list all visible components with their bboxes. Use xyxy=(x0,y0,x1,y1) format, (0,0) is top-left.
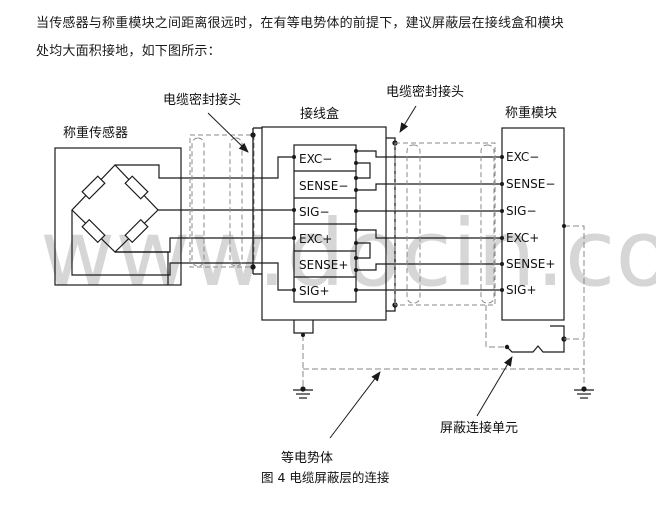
junction-terminal-exc-neg: EXC− xyxy=(299,152,332,166)
junction-terminal-sense-neg: SENSE− xyxy=(299,179,348,193)
label-junction-box: 接线盒 xyxy=(300,106,339,122)
module-input-nodes xyxy=(500,155,504,292)
module-terminal-sense-pos: SENSE+ xyxy=(506,257,555,271)
label-equipotential: 等电势体 xyxy=(281,450,333,466)
label-cable-gland-left: 电缆密封接头 xyxy=(163,92,241,108)
module-terminal-sense-neg: SENSE− xyxy=(506,177,555,191)
cable-gland-left xyxy=(250,127,262,275)
module-terminals: EXC− SENSE− SIG− EXC+ SENSE+ SIG+ xyxy=(506,150,555,297)
arrow-equipotential xyxy=(329,371,381,439)
watermark-text: www.docin.com xyxy=(40,200,656,307)
junction-terminal-exc-pos: EXC+ xyxy=(299,232,332,246)
junction-box xyxy=(261,126,387,334)
shield-connection-unit xyxy=(504,325,567,353)
arrow-shield-unit xyxy=(476,356,513,417)
module-terminal-exc-neg: EXC− xyxy=(506,150,539,164)
bridge-resistor xyxy=(124,175,149,200)
bridge-resistor xyxy=(81,175,106,200)
sensor-box xyxy=(54,147,182,286)
module-terminal-exc-pos: EXC+ xyxy=(506,231,539,245)
cable-shield-left xyxy=(189,134,255,268)
ground-dashed-wiring xyxy=(302,225,585,386)
cable-shield-right xyxy=(394,142,496,306)
arrow-gland-right xyxy=(399,105,417,133)
ground-symbol-junction xyxy=(293,386,313,399)
ground-symbol-module xyxy=(574,386,594,399)
label-shield-connection-unit: 屏蔽连接单元 xyxy=(440,420,518,436)
bridge-resistor xyxy=(124,218,149,244)
junction-terminal-sig-pos: SIG+ xyxy=(299,284,330,298)
module-terminal-sig-neg: SIG− xyxy=(506,204,537,218)
intro-text-line-2: 处均大面积接地，如下图所示： xyxy=(36,44,221,59)
callout-arrows xyxy=(207,105,513,439)
label-weighing-module: 称重模块 xyxy=(505,105,557,121)
junction-input-nodes xyxy=(292,155,296,292)
arrow-gland-left xyxy=(207,112,249,153)
ground-nodes xyxy=(301,224,566,337)
junction-output-wiring xyxy=(356,150,502,291)
junction-terminal-sense-pos: SENSE+ xyxy=(299,258,348,272)
bridge-resistor xyxy=(81,218,106,244)
label-load-cell: 称重传感器 xyxy=(63,125,128,141)
junction-terminals: EXC− SENSE− SIG− EXC+ SENSE+ SIG+ xyxy=(299,152,348,298)
junction-terminal-sig-neg: SIG− xyxy=(299,205,330,219)
figure-caption: 图 4 电缆屏蔽层的连接 xyxy=(261,470,390,485)
label-cable-gland-right: 电缆密封接头 xyxy=(386,84,464,100)
module-terminal-sig-pos: SIG+ xyxy=(506,283,537,297)
watermark: www.docin.com xyxy=(40,200,656,307)
junction-output-nodes xyxy=(354,149,358,292)
intro-text-line-1: 当传感器与称重模块之间距离很远时，在有等电势体的前提下，建议屏蔽层在接线盒和模块 xyxy=(36,16,565,31)
load-cell-sensor xyxy=(54,147,294,291)
